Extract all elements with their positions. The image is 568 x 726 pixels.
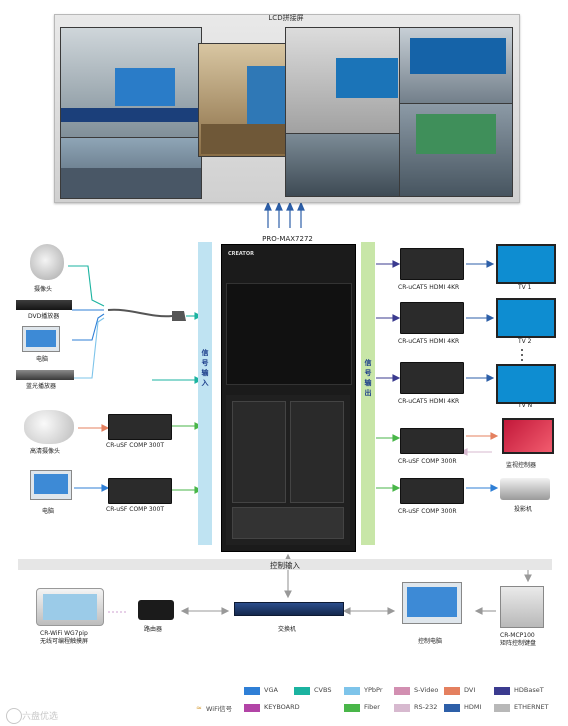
camera-label: 摄像头 — [34, 286, 53, 293]
router-label: 路由器 — [144, 626, 163, 633]
control-pc-label: 控制电脑 — [418, 638, 443, 645]
legend-label-cvbs: CVBS — [314, 686, 332, 694]
tv1-screen — [496, 244, 556, 284]
tablet-icon — [36, 588, 104, 626]
control-input-bar — [18, 559, 552, 570]
pc-icon — [22, 326, 60, 352]
legend-label-keyboard: KEYBOARD — [264, 703, 300, 711]
keypad-label-desc: 矩阵控制键盘 — [500, 640, 537, 647]
network-switch-icon — [234, 602, 344, 616]
legend-label-s-video: S-Video — [414, 686, 439, 694]
tv1-label: TV 1 — [518, 284, 532, 291]
tvn-label: TV N — [518, 402, 533, 409]
hd-camera-icon — [24, 410, 74, 444]
wall-panel-hall — [285, 27, 403, 147]
switch-label: 交换机 — [278, 626, 297, 633]
legend-label-vga: VGA — [264, 686, 278, 694]
legend-swatch-fiber — [344, 704, 360, 712]
watermark-text: 六盘优选 — [22, 712, 59, 722]
monitor-label: 监视控制器 — [506, 462, 537, 469]
wall-panel-monitors — [399, 103, 513, 197]
legend-swatch-hdbaset — [494, 687, 510, 695]
control-input-title: 控制输入 — [270, 561, 300, 570]
wifi-legend-label: WiFi信号 — [206, 705, 233, 713]
projector-icon — [500, 478, 550, 500]
signal-input-label: 信号输入 — [201, 349, 209, 387]
legend-swatch-ethernet — [494, 704, 510, 712]
lcd-wall-title: LCD拼接屏 — [268, 14, 304, 22]
comp-transmitter-2 — [108, 478, 172, 504]
legend-swatch-ypbpr — [344, 687, 360, 695]
ucat-receiver-2-label: CR-uCAT5 HDMI 4KR — [398, 338, 460, 345]
control-pc-icon — [402, 582, 462, 624]
pc-label: 电脑 — [36, 356, 49, 363]
bluray-label: 蓝光播放器 — [26, 383, 57, 390]
hd-camera-label: 高清摄像头 — [30, 448, 61, 455]
comp-transmitter-1-label: CR-uSF COMP 300T — [106, 442, 164, 449]
comp-receiver-1 — [400, 428, 464, 454]
legend-label-ethernet: ETHERNET — [514, 703, 549, 711]
matrix-brand: CREATOR — [228, 251, 254, 257]
tablet-label-model: CR-WiFi WG7pip — [40, 630, 88, 637]
watermark-logo-icon — [6, 708, 22, 724]
dvd-label: DVD播放器 — [28, 313, 60, 320]
wall-panel-desk — [285, 133, 403, 197]
keypad-label-model: CR-MCP100 — [500, 632, 535, 639]
legend-label-hdmi: HDMI — [464, 703, 482, 711]
comp-receiver-2-label: CR-uSF COMP 300R — [398, 508, 457, 515]
projector-label: 投影机 — [514, 506, 533, 513]
signal-output-label: 信号输出 — [364, 359, 372, 397]
ucat-receiver-2 — [400, 302, 464, 334]
signal-input-bar — [198, 242, 212, 545]
comp-transmitter-1 — [108, 414, 172, 440]
router-icon — [138, 600, 174, 620]
tvn-screen — [496, 364, 556, 404]
wifi-legend-icon: ≈ — [196, 704, 202, 712]
legend-label-dvi: DVI — [464, 686, 476, 694]
matrix-switcher: CREATOR — [221, 244, 356, 552]
legend-swatch-hdmi — [444, 704, 460, 712]
bluray-player-icon — [16, 370, 74, 380]
signal-output-bar — [361, 242, 375, 545]
tv2-label: TV 2 — [518, 338, 532, 345]
wall-panel-control-room — [60, 27, 202, 147]
legend-swatch-keyboard — [244, 704, 260, 712]
legend-swatch-rs-232 — [394, 704, 410, 712]
ucat-receiver-3-label: CR-uCAT5 HDMI 4KR — [398, 398, 460, 405]
ucat-receiver-3 — [400, 362, 464, 394]
legend-label-fiber: Fiber — [364, 703, 380, 711]
ucat-receiver-1 — [400, 248, 464, 280]
comp-transmitter-2-label: CR-uSF COMP 300T — [106, 506, 164, 513]
matrix-front-panel — [226, 283, 352, 385]
comp-receiver-2 — [400, 478, 464, 504]
ucat-receiver-1-label: CR-uCAT5 HDMI 4KR — [398, 284, 460, 291]
dvd-player-icon — [16, 300, 72, 310]
legend-label-hdbaset: HDBaseT — [514, 686, 544, 694]
control-keypad-icon — [500, 586, 544, 628]
matrix-rear-panel — [226, 395, 350, 545]
legend-swatch-dvi — [444, 687, 460, 695]
legend-swatch-s-video — [394, 687, 410, 695]
legend-swatch-vga — [244, 687, 260, 695]
pc2-label: 电脑 — [42, 508, 55, 515]
monitor-icon — [502, 418, 554, 454]
camera-icon — [30, 244, 64, 280]
tv2-screen — [496, 298, 556, 338]
wall-panel-operators — [60, 137, 202, 199]
legend-label-rs-232: RS-232 — [414, 703, 438, 711]
lcd-video-wall — [54, 14, 520, 203]
wall-panel-command-center — [399, 27, 513, 109]
legend-swatch-cvbs — [294, 687, 310, 695]
legend-label-ypbpr: YPbPr — [364, 686, 383, 694]
matrix-model-label: PRO-MAX7272 — [262, 235, 313, 243]
tablet-label-desc: 无线可编程触摸屏 — [40, 638, 89, 645]
comp-receiver-1-label: CR-uSF COMP 300R — [398, 458, 457, 465]
pc2-icon — [30, 470, 72, 500]
